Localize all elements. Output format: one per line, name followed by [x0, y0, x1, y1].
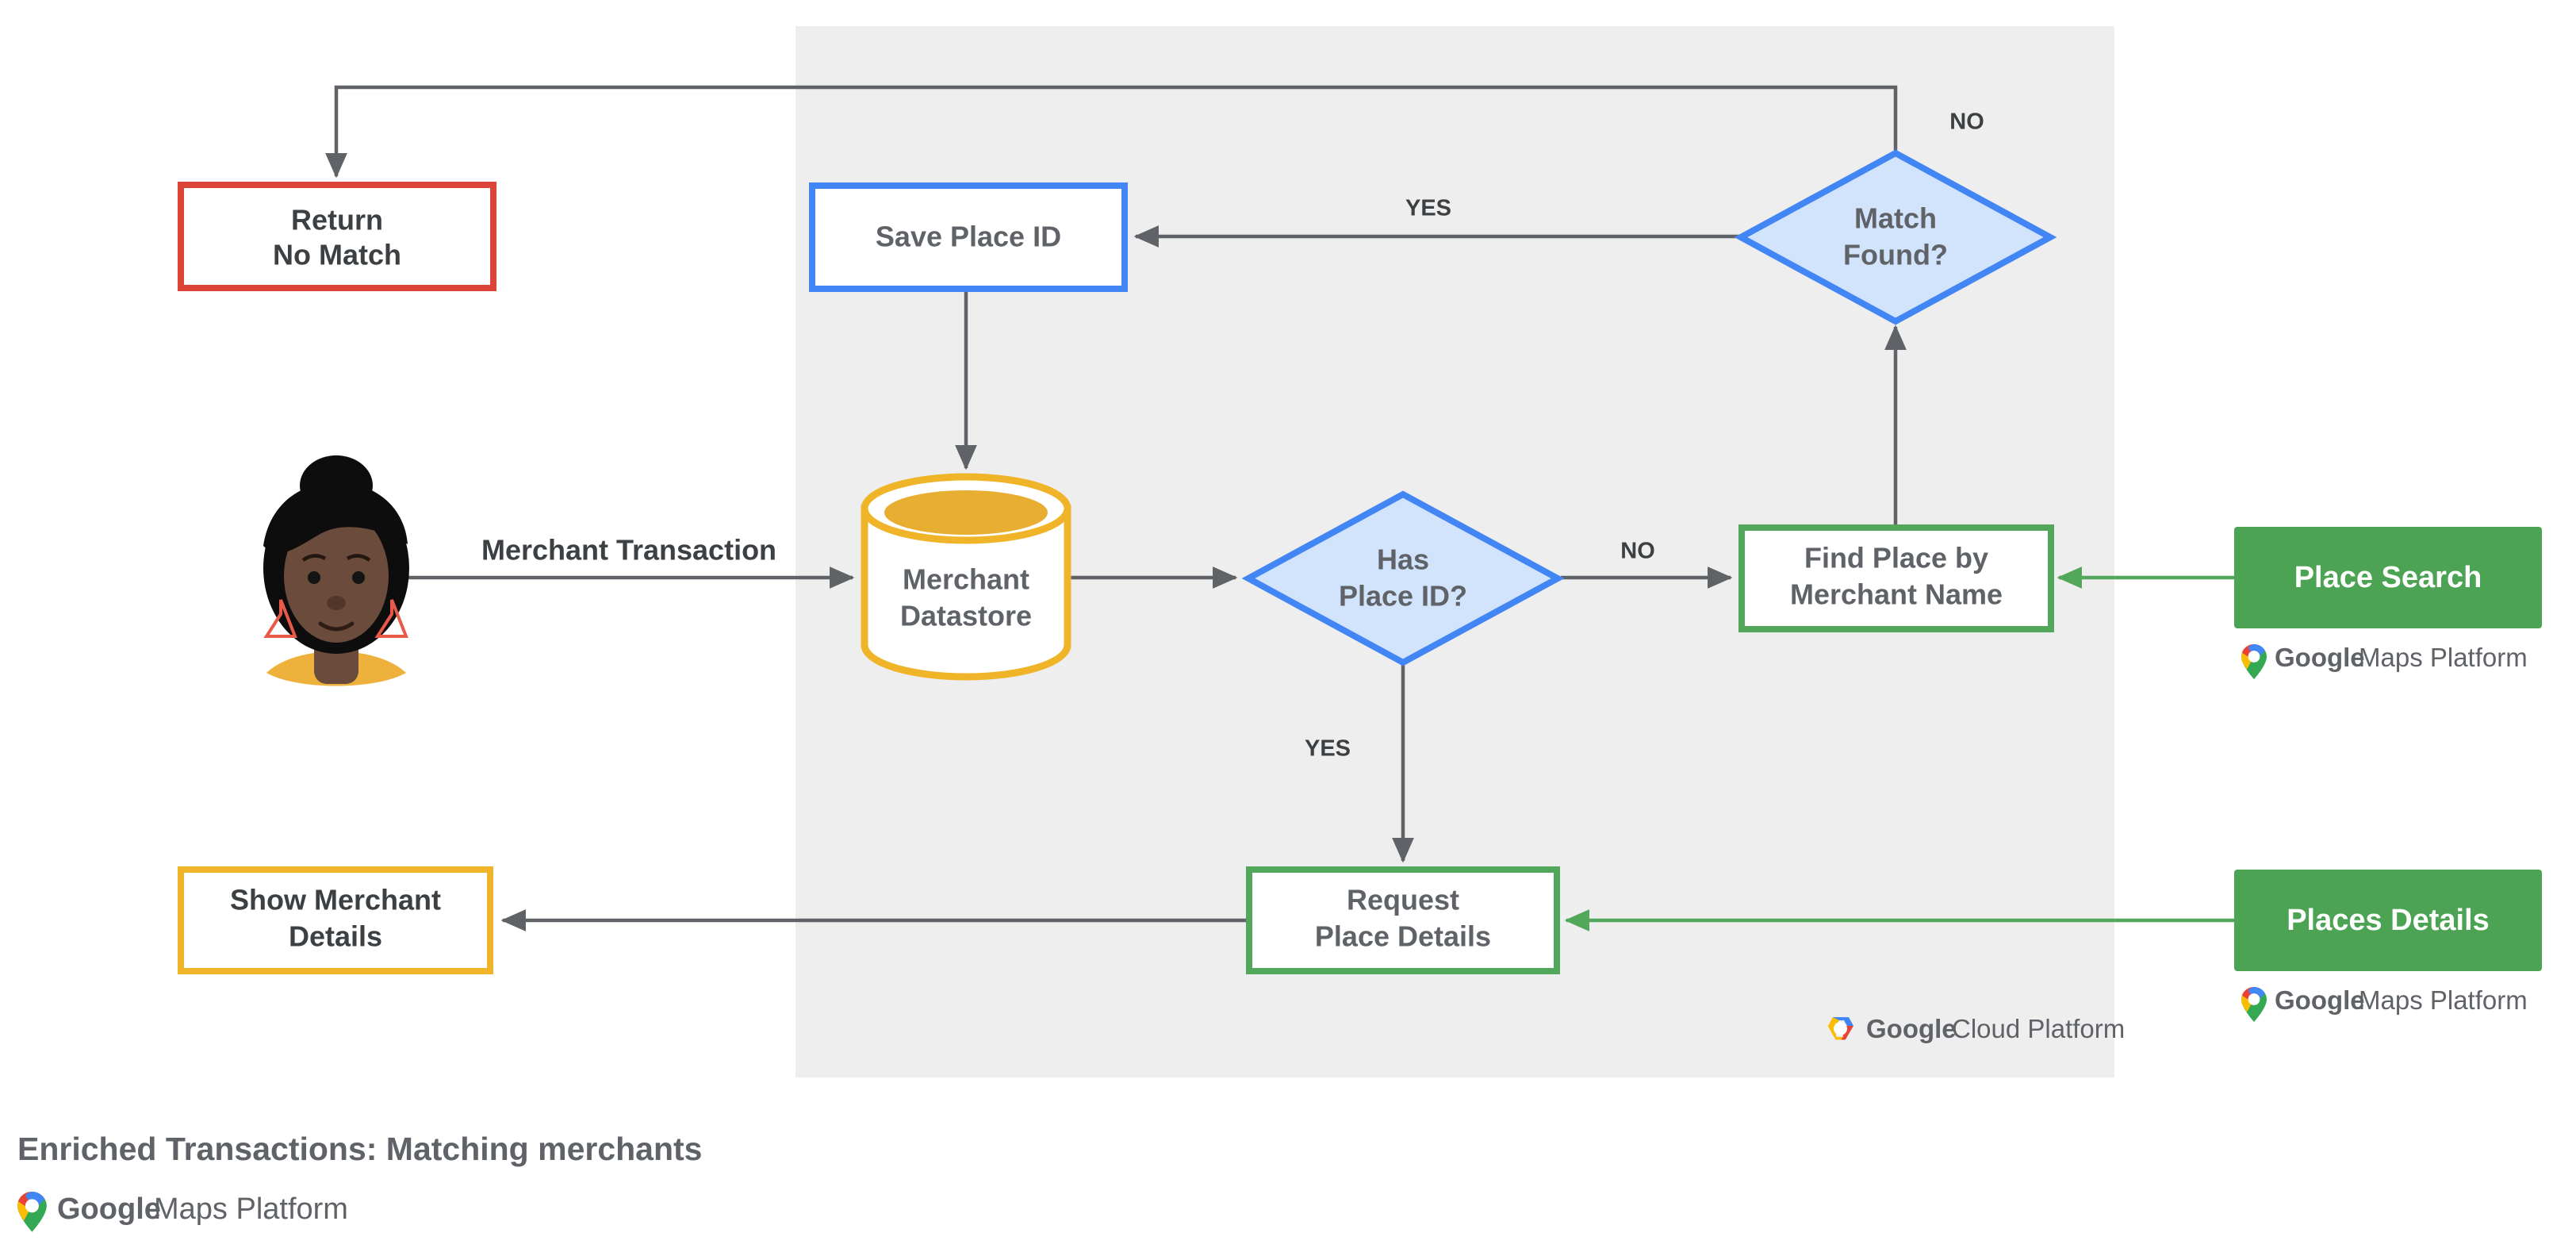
request-place-details-line1: Request	[1347, 884, 1459, 916]
cloud-platform-hex-icon	[1827, 1017, 1853, 1040]
maps-pin-icon	[2241, 644, 2267, 679]
node-match-found[interactable]: Match Found?	[1734, 149, 2057, 325]
maps-pin-icon	[17, 1192, 47, 1232]
maps-platform-rest-word: Maps Platform	[2359, 985, 2528, 1015]
maps-platform-logo-footer: Google Maps Platform	[17, 1192, 348, 1232]
avatar-hair-fringe	[263, 482, 408, 553]
match-found-line1: Match	[1854, 202, 1937, 235]
avatar-eye-left	[308, 571, 320, 584]
merchant-datastore-line2: Datastore	[900, 600, 1032, 632]
return-no-match-line1: Return	[291, 204, 383, 236]
maps-pin-icon	[2241, 987, 2267, 1022]
maps-platform-google-word: Google	[57, 1192, 161, 1226]
has-place-id-line1: Has	[1377, 543, 1429, 576]
edge-label-merchant-transaction: Merchant Transaction	[481, 534, 776, 566]
request-place-details-line2: Place Details	[1315, 920, 1491, 953]
cloud-platform-google-word: Google	[1866, 1014, 1957, 1043]
show-merchant-details-line2: Details	[289, 920, 382, 953]
avatar-face	[284, 509, 389, 643]
maps-platform-google-word: Google	[2275, 985, 2365, 1015]
places-details-box[interactable]	[2234, 870, 2542, 971]
node-save-place-id[interactable]: Save Place ID	[809, 182, 1128, 292]
cloud-platform-logo: Google Cloud Platform	[1827, 1014, 2125, 1043]
edge-label-has-place-id-no: NO	[1620, 539, 1655, 564]
has-place-id-diamond[interactable]	[1241, 490, 1565, 666]
save-place-id-box[interactable]	[809, 182, 1128, 292]
match-found-line2: Found?	[1843, 239, 1948, 271]
avatar-eye-right	[352, 571, 365, 584]
cloud-platform-rest-word: Cloud Platform	[1952, 1014, 2125, 1043]
edge-label-match-found-yes: YES	[1405, 196, 1451, 221]
node-return-no-match[interactable]: Return No Match	[178, 182, 496, 291]
avatar-earring-left	[263, 599, 297, 638]
merchant-datastore-body[interactable]	[861, 505, 1071, 681]
maps-platform-logo-places-details: Google Maps Platform	[2241, 985, 2528, 1022]
find-place-line2: Merchant Name	[1790, 578, 2003, 611]
show-merchant-details-box[interactable]	[178, 866, 493, 974]
merchant-customer-avatar	[263, 455, 409, 686]
node-place-search[interactable]: Place Search	[2234, 527, 2542, 628]
find-place-line1: Find Place by	[1804, 542, 1988, 574]
node-merchant-datastore[interactable]: Merchant Datastore	[861, 473, 1071, 681]
find-place-box[interactable]	[1738, 524, 2054, 632]
show-merchant-details-line1: Show Merchant	[230, 884, 441, 916]
merchant-datastore-top-fill	[884, 490, 1048, 535]
place-search-box[interactable]	[2234, 527, 2542, 628]
edge-match-found-no	[325, 85, 1898, 179]
avatar-eyebrow-right	[346, 554, 371, 562]
edge-label-has-place-id-yes: YES	[1305, 736, 1351, 762]
avatar-mouth	[318, 621, 355, 632]
node-places-details[interactable]: Places Details	[2234, 870, 2542, 971]
return-no-match-box[interactable]	[178, 182, 496, 291]
return-no-match-line2: No Match	[273, 239, 401, 271]
place-search-label: Place Search	[2294, 561, 2482, 594]
avatar-earring-right	[374, 599, 408, 638]
maps-platform-google-word: Google	[2275, 643, 2365, 672]
merchant-datastore-line1: Merchant	[903, 563, 1029, 596]
maps-platform-rest-word: Maps Platform	[154, 1192, 348, 1226]
maps-platform-rest-word: Maps Platform	[2359, 643, 2528, 672]
maps-platform-logo-place-search: Google Maps Platform	[2241, 643, 2528, 679]
save-place-id-label: Save Place ID	[876, 221, 1061, 253]
node-has-place-id[interactable]: Has Place ID?	[1241, 490, 1565, 666]
diagram-caption: Enriched Transactions: Matching merchant…	[17, 1131, 702, 1167]
match-found-diamond[interactable]	[1734, 149, 2057, 325]
edge-label-match-found-no: NO	[1949, 109, 1984, 135]
request-place-details-box[interactable]	[1246, 866, 1560, 974]
has-place-id-line2: Place ID?	[1339, 580, 1467, 613]
node-request-place-details[interactable]: Request Place Details	[1246, 866, 1560, 974]
avatar-eyebrow-left	[301, 554, 327, 562]
avatar-nose	[327, 596, 346, 610]
node-find-place-by-merchant-name[interactable]: Find Place by Merchant Name	[1738, 524, 2054, 632]
places-details-label: Places Details	[2287, 904, 2490, 937]
node-show-merchant-details[interactable]: Show Merchant Details	[178, 866, 493, 974]
